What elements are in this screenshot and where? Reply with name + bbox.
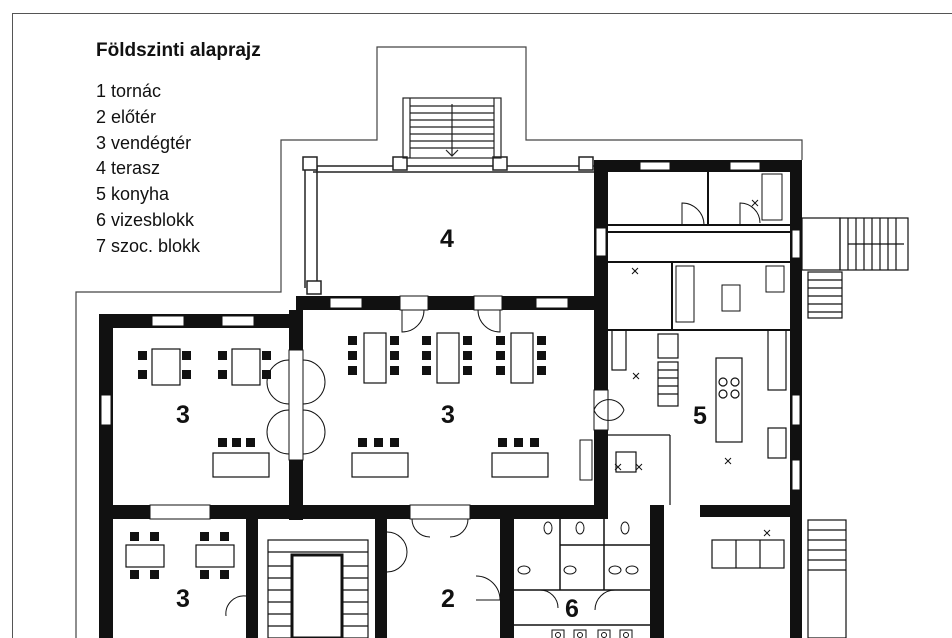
legend-list: 1 tornác 2 előtér 3 vendégtér 4 terasz 5… <box>96 79 261 260</box>
east-stairs <box>801 217 909 638</box>
legend: Földszinti alaprajz 1 tornác 2 előtér 3 … <box>96 40 261 260</box>
service-annex <box>608 172 790 331</box>
room-label-wc: 6 <box>565 595 579 623</box>
center-guest-furniture <box>351 332 549 478</box>
kitchen-equipment <box>608 329 787 569</box>
left-guest-furniture <box>151 348 270 478</box>
legend-item-szoc-blokk: 7 szoc. blokk <box>96 235 201 256</box>
central-stairs <box>267 539 369 638</box>
hall-doors <box>149 295 625 538</box>
site-outline <box>75 46 803 638</box>
lower-guest-furniture <box>125 544 235 568</box>
windows <box>100 161 801 491</box>
room-label-guest-center: 3 <box>441 401 455 429</box>
legend-item-vizesblokk: 6 vizesblokk <box>96 209 195 230</box>
legend-item-terasz: 4 terasz <box>96 158 161 179</box>
terrace <box>302 156 594 295</box>
room-label-guest-lower: 3 <box>176 585 190 613</box>
room-label-kitchen: 5 <box>693 402 707 430</box>
legend-item-tornac: 1 tornác <box>96 81 162 101</box>
legend-item-vendegter: 3 vendégtér <box>96 132 192 153</box>
legend-item-eloter: 2 előtér <box>96 106 157 127</box>
legend-title: Földszinti alaprajz <box>96 40 261 61</box>
wc-fixtures <box>517 521 639 638</box>
porch-stairs <box>402 97 502 159</box>
legend-item-konyha: 5 konyha <box>96 184 170 205</box>
room-label-foyer: 2 <box>441 585 455 613</box>
wc-block <box>514 519 650 626</box>
room-label-terasz: 4 <box>440 225 454 253</box>
room-label-guest-left: 3 <box>176 401 190 429</box>
page-frame <box>12 13 952 638</box>
